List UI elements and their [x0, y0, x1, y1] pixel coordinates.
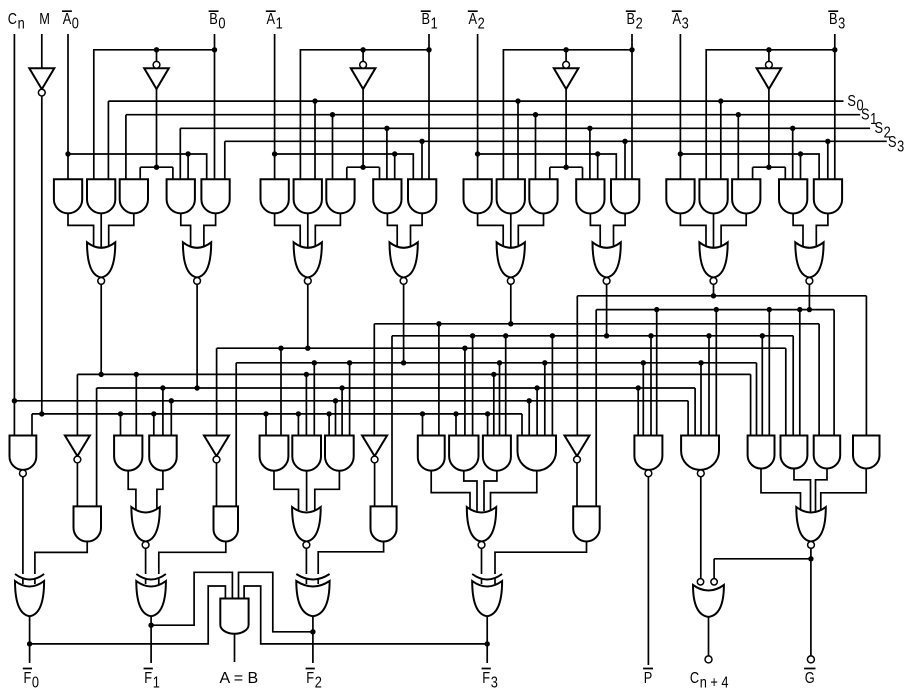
svg-text:B: B	[422, 11, 431, 29]
svg-text:0: 0	[218, 15, 225, 33]
svg-text:A: A	[63, 11, 72, 29]
svg-text:A = B: A = B	[220, 670, 259, 687]
svg-text:A: A	[469, 11, 478, 29]
svg-text:S: S	[875, 120, 884, 138]
svg-text:C: C	[690, 670, 699, 688]
svg-text:S: S	[888, 134, 897, 152]
svg-text:n + 4: n + 4	[700, 674, 729, 692]
svg-text:B: B	[209, 11, 218, 29]
svg-text:n: n	[18, 15, 25, 33]
svg-text:2: 2	[636, 15, 643, 33]
svg-text:S: S	[847, 93, 856, 111]
svg-text:3: 3	[897, 138, 904, 156]
svg-text:1: 1	[276, 15, 283, 33]
svg-text:S: S	[861, 106, 870, 124]
svg-text:F: F	[144, 670, 152, 688]
svg-text:F: F	[306, 670, 314, 688]
svg-text:A: A	[267, 11, 276, 29]
svg-text:B: B	[829, 11, 838, 29]
svg-text:3: 3	[838, 15, 845, 33]
svg-text:0: 0	[857, 97, 864, 115]
svg-text:C: C	[8, 11, 17, 29]
svg-text:0: 0	[72, 15, 79, 33]
svg-text:3: 3	[682, 15, 689, 33]
svg-text:2: 2	[315, 674, 322, 692]
svg-text:0: 0	[32, 674, 39, 692]
svg-text:F: F	[24, 670, 32, 688]
svg-text:P: P	[644, 670, 653, 688]
svg-text:G: G	[805, 670, 815, 688]
svg-text:M: M	[39, 11, 50, 29]
svg-text:F: F	[482, 670, 490, 688]
svg-text:A: A	[673, 11, 682, 29]
svg-text:2: 2	[884, 124, 891, 142]
svg-text:1: 1	[153, 674, 160, 692]
svg-text:2: 2	[478, 15, 485, 33]
svg-text:B: B	[627, 11, 636, 29]
svg-text:1: 1	[870, 111, 877, 129]
svg-text:3: 3	[491, 674, 498, 692]
svg-text:1: 1	[431, 15, 438, 33]
